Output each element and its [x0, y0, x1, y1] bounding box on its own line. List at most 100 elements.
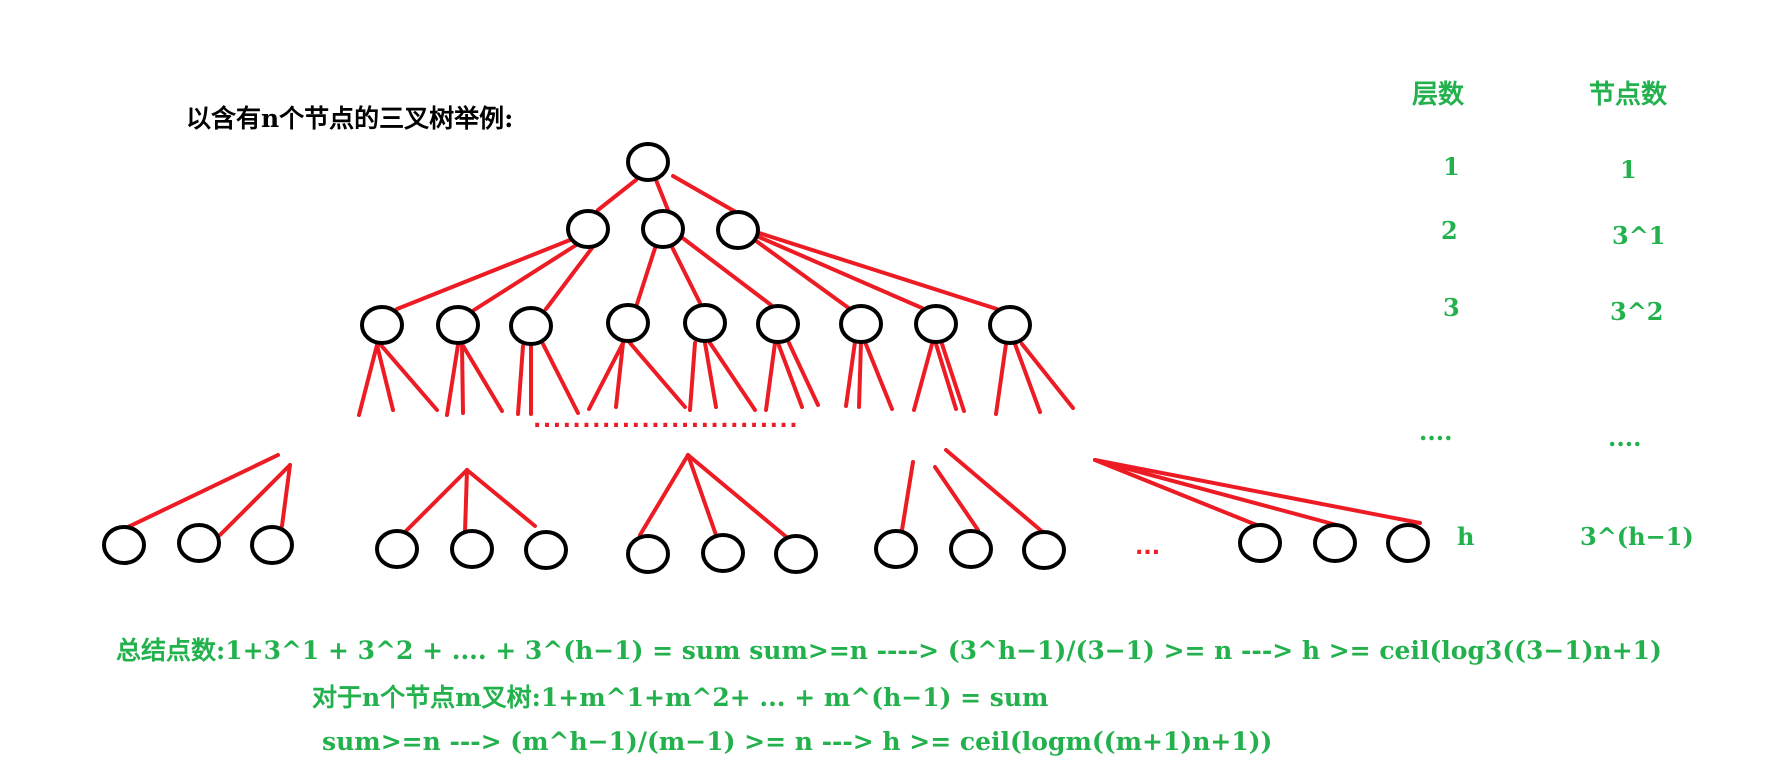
tree-edge — [596, 178, 638, 212]
tree-edge — [460, 342, 504, 413]
tree-node-leaf — [774, 534, 818, 574]
tree-node-leaf — [874, 529, 918, 569]
tree-edge — [280, 463, 292, 528]
table-count-2: 3^1 — [1612, 221, 1666, 250]
table-level-h: h — [1457, 522, 1475, 551]
tree-edge — [776, 341, 804, 409]
tree-edge — [686, 453, 792, 542]
tree-edge — [218, 463, 292, 537]
tree-node-leaf — [1238, 523, 1282, 563]
tree-node-level-3 — [839, 304, 883, 344]
tree-node-leaf — [450, 529, 494, 569]
tree-node-level-3 — [606, 303, 650, 343]
tree-edge — [465, 468, 537, 528]
tree-edge — [686, 453, 718, 537]
tree-edge — [403, 468, 469, 534]
table-count-h: 3^(h−1) — [1580, 522, 1694, 551]
tree-edge — [472, 238, 586, 312]
tree-node-level-2 — [641, 209, 685, 249]
tree-edge — [688, 341, 697, 412]
tree-edge — [863, 340, 894, 411]
tree-edge — [934, 342, 958, 411]
tree-node-leaf — [250, 525, 294, 565]
table-count-ellipsis: .... — [1608, 423, 1642, 452]
tree-edge — [357, 343, 379, 417]
tree-node-leaf — [701, 533, 745, 573]
tree-edge — [395, 234, 582, 311]
tree-node-leaf — [1022, 530, 1066, 570]
tree-edge — [912, 342, 934, 412]
tree-edge — [638, 453, 690, 537]
tree-edge — [635, 243, 658, 306]
tree-node-leaf — [949, 529, 993, 569]
tree-edge — [787, 341, 820, 407]
tree-edge — [654, 178, 670, 212]
tree-edge — [124, 453, 280, 530]
tree-node-leaf — [524, 530, 568, 570]
tree-edge — [628, 341, 687, 409]
tree-edge — [754, 230, 1002, 312]
middle-level-ellipsis: ........................... — [533, 408, 800, 433]
tree-node-level-2 — [566, 209, 610, 249]
tree-edge — [708, 341, 757, 412]
tree-edge — [703, 341, 718, 409]
table-count-3: 3^2 — [1610, 297, 1664, 326]
formula-m-ary-sum: 对于n个节点m叉树:1+m^1+m^2+ ... + m^(h−1) = sum — [312, 683, 1049, 712]
tree-edge — [541, 342, 580, 415]
tree-node-level-3 — [914, 304, 958, 344]
tree-edge — [1013, 342, 1042, 414]
tree-edge — [764, 341, 777, 412]
tree-node-root — [626, 142, 670, 182]
tree-edge — [671, 174, 736, 213]
tree-edge — [857, 340, 863, 409]
tree-edge — [933, 465, 980, 532]
tree-edge — [1093, 458, 1346, 529]
tree-edge — [516, 344, 525, 416]
tree-node-leaf — [626, 534, 670, 574]
table-header-node-count: 节点数 — [1589, 80, 1668, 110]
tree-edge — [378, 342, 439, 412]
tree-edge — [375, 343, 395, 412]
tree-edge — [844, 340, 857, 408]
tree-edge — [669, 243, 702, 305]
tree-node-leaf — [1386, 523, 1430, 563]
tree-edge — [750, 232, 924, 310]
table-count-1: 1 — [1620, 155, 1637, 184]
tree-edge — [463, 468, 469, 534]
tree-edge — [587, 341, 625, 411]
tree-edge — [940, 342, 966, 413]
tree-edge — [900, 460, 915, 532]
tree-edge — [544, 242, 597, 311]
formula-ternary-sum: 总结点数:1+3^1 + 3^2 + .... + 3^(h−1) = sum … — [116, 636, 1662, 665]
formula-m-ary-height: sum>=n ---> (m^h−1)/(m−1) >= n ---> h >=… — [322, 727, 1273, 756]
tree-node-level-3 — [683, 303, 727, 343]
tree-nodes — [102, 142, 1430, 574]
table-header-level: 层数 — [1412, 80, 1465, 110]
tree-edge — [944, 448, 1047, 536]
tree-edge — [1020, 342, 1075, 410]
tree-node-level-3 — [360, 305, 404, 345]
table-level-1: 1 — [1443, 152, 1460, 181]
tree-edge — [460, 342, 465, 415]
tree-node-level-3 — [756, 304, 800, 344]
tree-edge — [614, 341, 625, 409]
bottom-level-ellipsis: ... — [1135, 535, 1161, 560]
table-level-ellipsis: .... — [1419, 417, 1453, 446]
table-level-3: 3 — [1443, 293, 1460, 322]
tree-edge — [1093, 458, 1266, 530]
tree-node-level-2 — [716, 210, 760, 250]
tree-edge — [678, 234, 773, 307]
tree-edge — [750, 236, 852, 311]
table-level-2: 2 — [1441, 216, 1458, 245]
tree-edge — [445, 343, 460, 417]
tree-edges — [124, 174, 1422, 542]
tree-node-level-3 — [509, 306, 553, 346]
tree-node-level-3 — [436, 305, 480, 345]
tree-edge — [994, 342, 1008, 416]
tree-node-leaf — [375, 529, 419, 569]
tree-node-level-3 — [988, 305, 1032, 345]
diagram-title: 以含有n个节点的三叉树举例: — [186, 104, 514, 133]
tree-node-leaf — [177, 523, 221, 563]
tree-node-leaf — [1313, 523, 1357, 563]
